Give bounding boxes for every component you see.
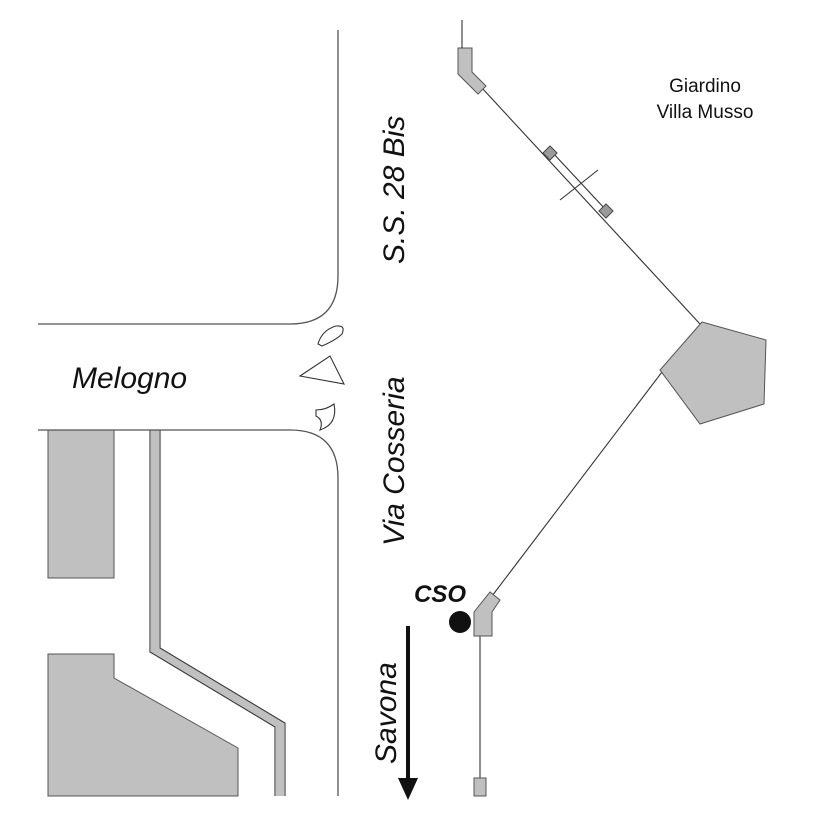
label-road-west: Melogno [72,362,187,395]
building-left-bottom [47,653,239,797]
parallel-segment [551,151,607,211]
direction-arrow-head [398,778,418,800]
traffic-island-bottom [315,403,336,431]
label-road-center: Via Cosseria [378,376,411,546]
channel-path-outline-right [159,430,286,796]
channel-path-outline-left [149,430,276,796]
structure-north [457,47,487,95]
label-road-north: S.S. 28 Bis [378,116,411,264]
label-place-line2: Villa Musso [657,102,754,123]
channel-path [151,430,284,796]
traffic-island-top [317,325,344,347]
cso-marker-dot [449,611,471,633]
line-south [491,371,663,597]
traffic-island-middle [298,355,345,385]
structure-south [473,777,487,797]
label-marker: CSO [414,581,466,608]
road-north-west-curb [38,30,339,325]
label-place-line1: Giardino [669,76,741,97]
road-south-west-curb [38,429,339,796]
line-north [481,87,701,325]
node-square-2 [598,203,614,219]
label-direction: Savona [370,662,403,764]
building-left-top [47,429,115,579]
node-square-1 [542,145,558,161]
cso-structure [473,591,501,637]
pentagon-structure [659,321,767,425]
crossing-line [559,169,599,201]
